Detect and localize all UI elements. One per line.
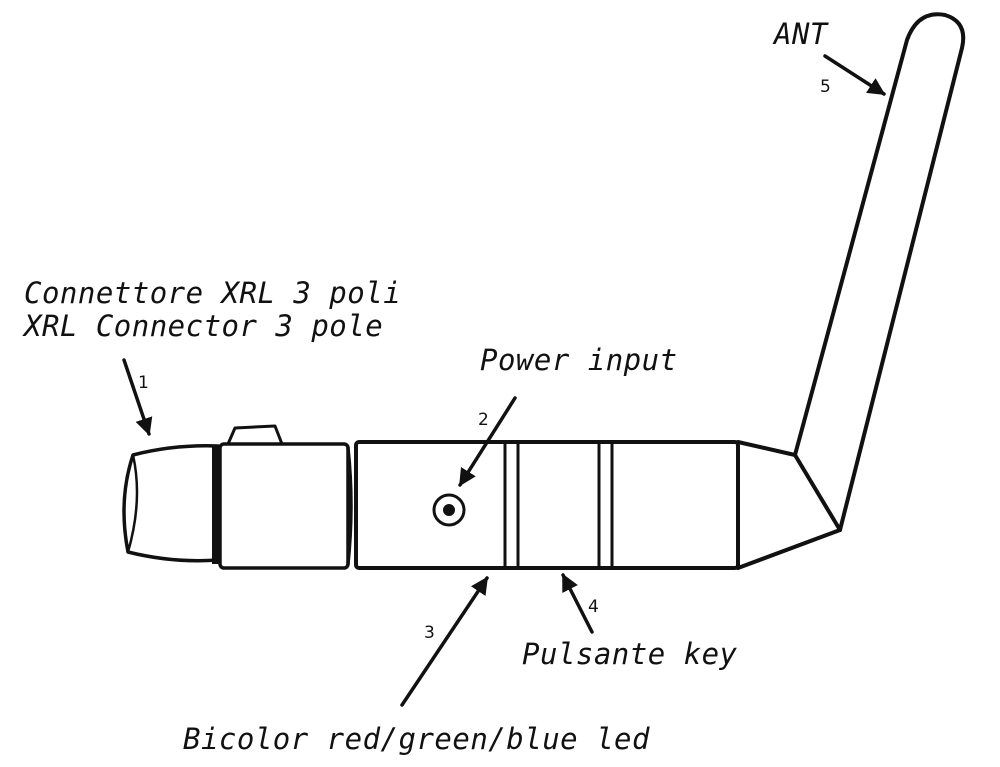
- arrow-2: [458, 396, 517, 487]
- antenna-base: [736, 440, 842, 570]
- xlr-connector: [122, 424, 353, 570]
- arrow-3: [400, 576, 489, 707]
- power-input-pin: [443, 504, 455, 516]
- callout-number-3: 3: [424, 623, 435, 643]
- arrow-5: [823, 54, 886, 96]
- callout-arrows: [122, 54, 886, 707]
- arrow-1: [122, 358, 153, 436]
- callout-number-5: 5: [820, 77, 831, 97]
- connector-ring: [212, 446, 220, 564]
- device-body: [354, 440, 740, 570]
- label-1-line-1: Connettore XRL 3 poli: [24, 276, 401, 310]
- label-3: Bicolor red/green/blue led: [183, 722, 650, 756]
- callout-number-4: 4: [588, 597, 599, 617]
- callout-number-2: 2: [478, 410, 489, 430]
- antenna: [793, 12, 966, 532]
- callout-number-1: 1: [138, 373, 149, 393]
- label-5: ANT: [772, 17, 829, 51]
- power-input-jack: [432, 493, 466, 527]
- arrow-4: [561, 573, 594, 634]
- label-2: Power input: [480, 343, 678, 377]
- label-1-line-2: XRL Connector 3 pole: [22, 309, 383, 343]
- label-4: Pulsante key: [522, 637, 738, 671]
